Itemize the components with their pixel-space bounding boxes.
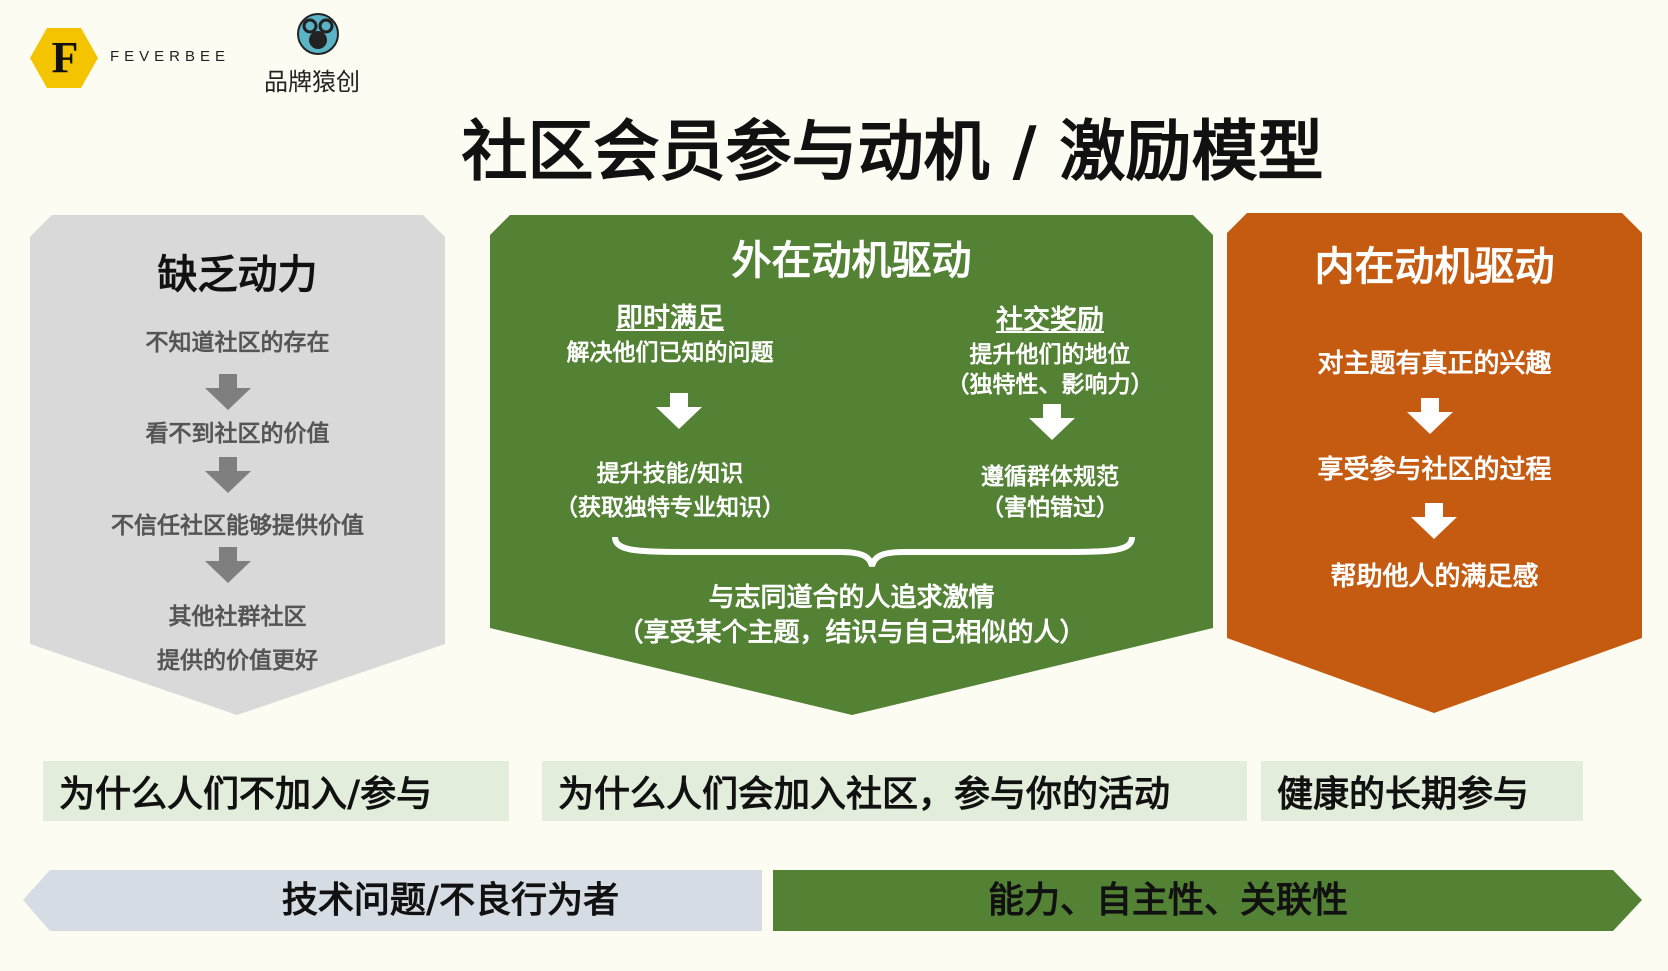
down-arrow-icon xyxy=(205,547,251,583)
label-why-not-join: 为什么人们不加入/参与 xyxy=(43,761,509,821)
lack-panel xyxy=(30,215,445,715)
intrinsic-step: 享受参与社区的过程 xyxy=(1317,455,1552,485)
social-result: 遵循群体规范 xyxy=(981,463,1119,490)
instant-gratification-title: 即时满足 xyxy=(616,303,724,334)
lack-step: 不信任社区能够提供价值 xyxy=(111,512,364,539)
social-reward-detail: （独特性、影响力） xyxy=(946,371,1154,398)
label-long-term: 健康的长期参与 xyxy=(1261,761,1583,821)
passion-text: 与志同道合的人追求激情 xyxy=(708,583,995,613)
intrinsic-step: 帮助他人的满足感 xyxy=(1330,562,1539,592)
brand2-logo-text: 品牌猿创 xyxy=(264,68,360,96)
down-arrow-icon xyxy=(1411,503,1457,539)
brace xyxy=(612,536,1135,567)
down-arrow-icon xyxy=(1029,404,1075,440)
extrinsic-heading: 外在动机驱动 xyxy=(731,237,972,284)
down-arrow-icon xyxy=(205,457,251,493)
lack-step: 提供的价值更好 xyxy=(157,647,318,674)
lack-step: 其他社群社区 xyxy=(168,603,307,630)
instant-result: 提升技能/知识 xyxy=(596,460,744,487)
feverbee-logo-text: FEVERBEE xyxy=(110,48,231,65)
down-arrow-icon xyxy=(205,374,251,410)
lack-step: 看不到社区的价值 xyxy=(145,420,330,447)
feverbee-logo-letter: F xyxy=(51,33,79,82)
intrinsic-heading: 内在动机驱动 xyxy=(1314,243,1555,290)
instant-gratification-subtitle: 解决他们已知的问题 xyxy=(566,339,774,366)
instant-result-detail: （获取独特专业知识） xyxy=(555,494,785,521)
down-arrow-icon xyxy=(1407,398,1453,434)
left-bar-text: 技术问题/不良行为者 xyxy=(281,879,620,921)
feverbee-hex-icon xyxy=(30,28,98,88)
intrinsic-step: 对主题有真正的兴趣 xyxy=(1317,349,1552,379)
label-why-join: 为什么人们会加入社区，参与你的活动 xyxy=(542,761,1247,821)
intrinsic-panel xyxy=(1227,213,1642,713)
lack-heading: 缺乏动力 xyxy=(157,251,318,298)
left-bar xyxy=(23,870,762,931)
lack-step: 不知道社区的存在 xyxy=(145,329,330,356)
passion-detail: （享受某个主题，结识与自己相似的人） xyxy=(617,618,1086,648)
page-title: 社区会员参与动机 / 激励模型 xyxy=(461,112,1324,190)
right-bar-text: 能力、自主性、关联性 xyxy=(987,879,1348,921)
social-reward-subtitle: 提升他们的地位 xyxy=(969,341,1131,368)
social-result-detail: （害怕错过） xyxy=(981,494,1119,521)
down-arrow-icon xyxy=(656,393,702,429)
extrinsic-panel xyxy=(490,215,1213,715)
social-reward-title: 社交奖励 xyxy=(996,305,1104,336)
right-bar xyxy=(773,870,1642,931)
